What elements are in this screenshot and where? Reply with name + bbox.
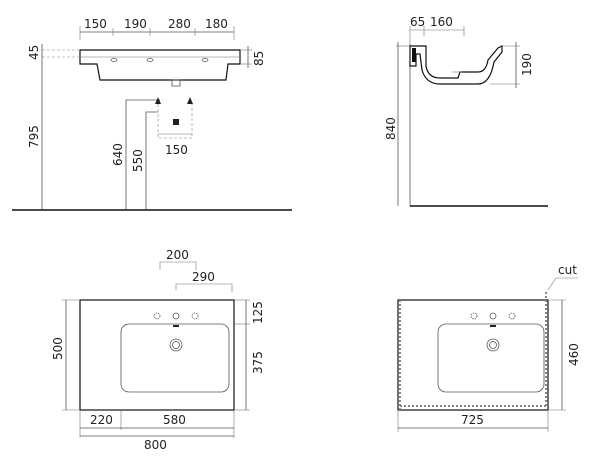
- side-top-a: 65: [410, 15, 425, 29]
- plan-right-bottom: 375: [251, 351, 265, 374]
- front-view: 150 190 280 180 45 795 85 640 550: [12, 17, 292, 211]
- supply-arrow-left-icon: [155, 97, 161, 104]
- side-top-b: 160: [430, 15, 453, 29]
- front-top-width-1: 150: [84, 17, 107, 31]
- plan-right-top: 125: [251, 301, 265, 324]
- cut-right-depth: 460: [567, 343, 581, 366]
- front-rim-right: 85: [252, 51, 266, 66]
- front-total-height: 795: [27, 125, 41, 148]
- plan-offset-a: 200: [166, 248, 189, 262]
- cut-view: cut 460 725: [397, 263, 581, 432]
- front-top-width-2: 190: [124, 17, 147, 31]
- side-view: 65 160 190 840: [384, 15, 548, 207]
- front-rim-left: 45: [27, 45, 41, 60]
- side-depth: 190: [520, 53, 534, 76]
- front-top-width-4: 180: [205, 17, 228, 31]
- plan-left-depth: 500: [51, 337, 65, 360]
- supply-arrow-right-icon: [187, 97, 193, 104]
- front-pipe-spacing: 150: [165, 143, 188, 157]
- plan-bottom-mid: 580: [163, 413, 186, 427]
- side-height: 840: [384, 117, 398, 140]
- plan-offset-b: 290: [192, 270, 215, 284]
- cut-label: cut: [558, 263, 577, 277]
- cut-bottom-width: 725: [461, 413, 484, 427]
- drain-box-icon: [173, 119, 179, 125]
- plan-bottom-left: 220: [90, 413, 113, 427]
- front-pipe-height: 550: [131, 149, 145, 172]
- front-top-width-3: 280: [168, 17, 191, 31]
- plan-bottom-total: 800: [144, 438, 167, 452]
- plan-view: 200 290 500 125 375 220 580 800: [51, 248, 265, 452]
- front-drain-height: 640: [111, 143, 125, 166]
